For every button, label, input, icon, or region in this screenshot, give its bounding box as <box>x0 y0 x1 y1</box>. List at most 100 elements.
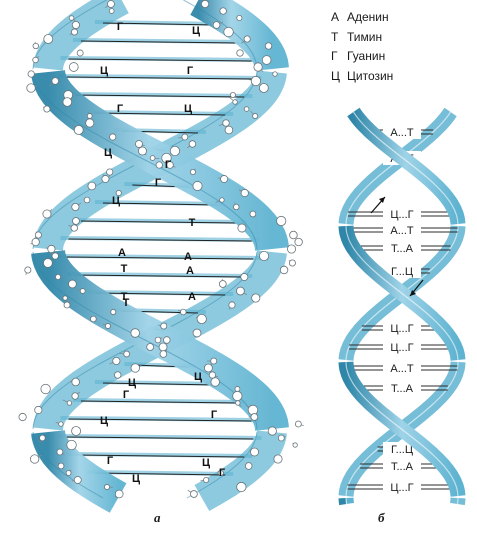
atom <box>219 197 225 203</box>
base-pair-label: Т...А <box>391 243 414 255</box>
base-pair-label-bg <box>383 223 421 237</box>
atom <box>236 481 247 493</box>
atom <box>71 28 78 36</box>
atom <box>294 420 302 428</box>
base-letter-label: Г <box>165 159 172 171</box>
atom <box>40 383 51 395</box>
atom <box>27 70 35 78</box>
base-pair-label: Т...А <box>391 461 414 473</box>
atom <box>71 392 79 400</box>
atom <box>250 75 262 87</box>
atom <box>166 161 174 169</box>
atom <box>264 42 273 50</box>
atom <box>68 15 75 21</box>
atom <box>236 49 244 57</box>
base-letter-label: Ц <box>192 25 200 37</box>
atom <box>201 0 210 9</box>
atom <box>244 462 253 470</box>
atom <box>272 71 278 77</box>
atom <box>87 181 97 191</box>
atom <box>63 301 71 309</box>
atom <box>62 97 73 107</box>
atom <box>39 434 46 442</box>
base-pair-label-bg <box>383 125 421 139</box>
base-pair-plate <box>67 272 253 278</box>
base-pair-plate <box>60 236 260 242</box>
backbone-ribbon <box>33 0 129 71</box>
base-pair-label: А...Т <box>390 225 414 237</box>
backbone-ribbon <box>31 430 127 513</box>
base-letter-label: Ц <box>112 195 120 207</box>
base-pair-label: Ц...Г <box>390 323 413 335</box>
base-pair-label: Ц...Г <box>390 209 413 221</box>
base-pair-label: Г...Ц <box>391 444 413 456</box>
atom <box>130 328 140 338</box>
atom <box>163 336 171 344</box>
atom <box>249 210 257 218</box>
atom <box>65 470 72 476</box>
helix-strand-highlight <box>352 111 459 225</box>
atom <box>26 83 36 93</box>
base-pair-plate <box>58 74 262 80</box>
atom <box>289 230 298 240</box>
base-pair-plate <box>86 470 234 476</box>
atom <box>223 26 234 38</box>
base-pair-plate <box>72 398 248 404</box>
hydrogen-bond <box>68 238 252 242</box>
atom <box>30 454 40 464</box>
atom <box>253 62 263 72</box>
atom <box>115 189 122 197</box>
atom <box>155 161 163 169</box>
atom <box>73 476 82 484</box>
base-pair-label-bg <box>383 241 421 255</box>
atom <box>85 118 95 128</box>
atom <box>51 252 59 260</box>
base-pair-label-bg <box>383 207 421 221</box>
atom <box>109 133 117 141</box>
base-pair-plate <box>67 452 253 458</box>
atom <box>190 490 198 498</box>
atom <box>196 313 207 325</box>
atom <box>294 237 303 247</box>
caption-panel-b: б <box>378 510 385 525</box>
atom <box>188 140 197 148</box>
base-letter-label: А <box>188 291 196 303</box>
hydrogen-bond <box>94 472 226 476</box>
atom <box>258 83 269 93</box>
atom <box>224 125 234 135</box>
base-pair-plate <box>58 254 262 260</box>
atom <box>104 484 111 490</box>
base-pair-label: Г...Ц <box>391 266 413 278</box>
base-letter-label: Т <box>121 263 128 275</box>
atom <box>55 273 62 281</box>
atom <box>71 202 80 212</box>
atom <box>106 168 114 176</box>
backbone-edge <box>32 251 258 430</box>
atom <box>107 0 115 8</box>
helix-strand-highlight <box>345 497 348 505</box>
helix-strand-highlight <box>345 361 459 497</box>
atom <box>208 371 217 379</box>
atom <box>276 215 287 227</box>
atom <box>76 49 84 57</box>
atom <box>112 356 121 366</box>
base-pair-label-bg <box>383 321 421 335</box>
atom <box>181 133 189 141</box>
atom <box>160 322 168 330</box>
atom <box>42 209 52 219</box>
atom <box>251 293 261 303</box>
base-letter-label: Ц <box>194 371 202 383</box>
atom <box>70 224 78 232</box>
atom <box>110 309 117 315</box>
hydrogen-bond <box>75 94 245 98</box>
atom <box>212 21 221 29</box>
atom <box>57 462 65 470</box>
base-letter-label: Г <box>187 65 194 77</box>
atom <box>261 55 272 65</box>
hydrogen-bond <box>66 256 254 260</box>
atom <box>58 421 64 427</box>
hydrogen-bond <box>75 274 245 278</box>
